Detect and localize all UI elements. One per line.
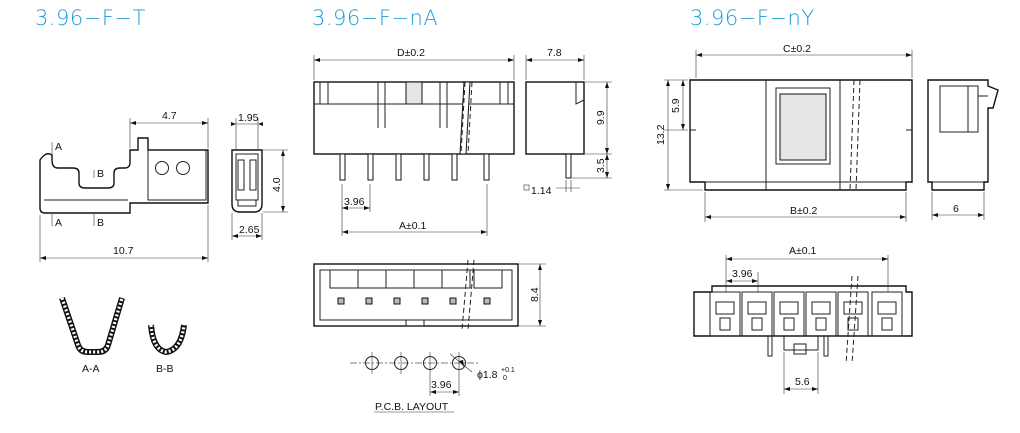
housing-front-view (664, 50, 913, 222)
dim-length-label: 10.7 (113, 245, 134, 257)
dim-depth-label: 8.4 (529, 287, 541, 302)
dim-hole-tol-upper: +0.1 (501, 367, 515, 374)
housing-bottom-view (693, 255, 913, 394)
dim-hole-tol-lower: 0 (503, 375, 507, 382)
dim-c-label: C±0.2 (783, 43, 811, 55)
terminal-side-view (39, 137, 209, 226)
dim-layout-pitch-label: 3.96 (431, 379, 452, 391)
dim-pin-length-label: 3.5 (595, 158, 607, 173)
dim-pitch-ny-label: 3.96 (732, 268, 753, 280)
header-front-view (313, 55, 515, 236)
terminal-title: 3.96−F−T (35, 6, 146, 30)
dim-latch-label: 5.6 (795, 376, 810, 388)
dim-height-label: 4.0 (271, 177, 283, 192)
section-aa-label: A-A (82, 363, 100, 375)
dim-tab-label: 4.7 (162, 110, 177, 122)
section-b-bottom-label: B (97, 217, 104, 229)
section-b-top-label: B (97, 168, 104, 180)
dim-side-height-label: 9.9 (595, 110, 607, 125)
dim-a-label: A±0.1 (399, 220, 427, 232)
pcb-layout-view (350, 352, 480, 413)
dim-4-7 (129, 118, 209, 148)
section-a-bottom-label: A (55, 217, 62, 229)
section-aa-view (59, 297, 125, 355)
dim-a-ny-label: A±0.1 (789, 245, 817, 257)
dim-base-label: 2.65 (239, 224, 260, 236)
section-bb-view (148, 324, 187, 356)
dim-d-label: D±0.2 (397, 47, 425, 59)
header-top-view (313, 259, 546, 331)
dim-b-label: B±0.2 (790, 205, 818, 217)
dim-hole-label: ϕ1.8 (477, 369, 498, 381)
dim-width-label: 1.95 (238, 112, 259, 124)
header-na-title: 3.96−F−nA (312, 6, 439, 30)
dim-side-width-label: 7.8 (547, 47, 562, 59)
pcb-layout-label: P.C.B. LAYOUT (375, 401, 449, 413)
header-side-view (523, 55, 612, 192)
dim-total-height-label: 13.2 (655, 124, 667, 145)
dim-pin-square-label: 1.14 (531, 185, 552, 197)
section-a-top-label: A (55, 141, 62, 153)
section-bb-label: B-B (156, 363, 174, 375)
dim-10-7 (39, 205, 209, 262)
dim-pitch-label: 3.96 (344, 196, 365, 208)
housing-side-view (927, 79, 999, 220)
dim-upper-height-label: 5.9 (670, 98, 682, 113)
dim-side-width-ny-label: 6 (953, 203, 959, 215)
terminal-end-view (231, 118, 288, 240)
housing-ny-title: 3.96−F−nY (690, 6, 815, 30)
